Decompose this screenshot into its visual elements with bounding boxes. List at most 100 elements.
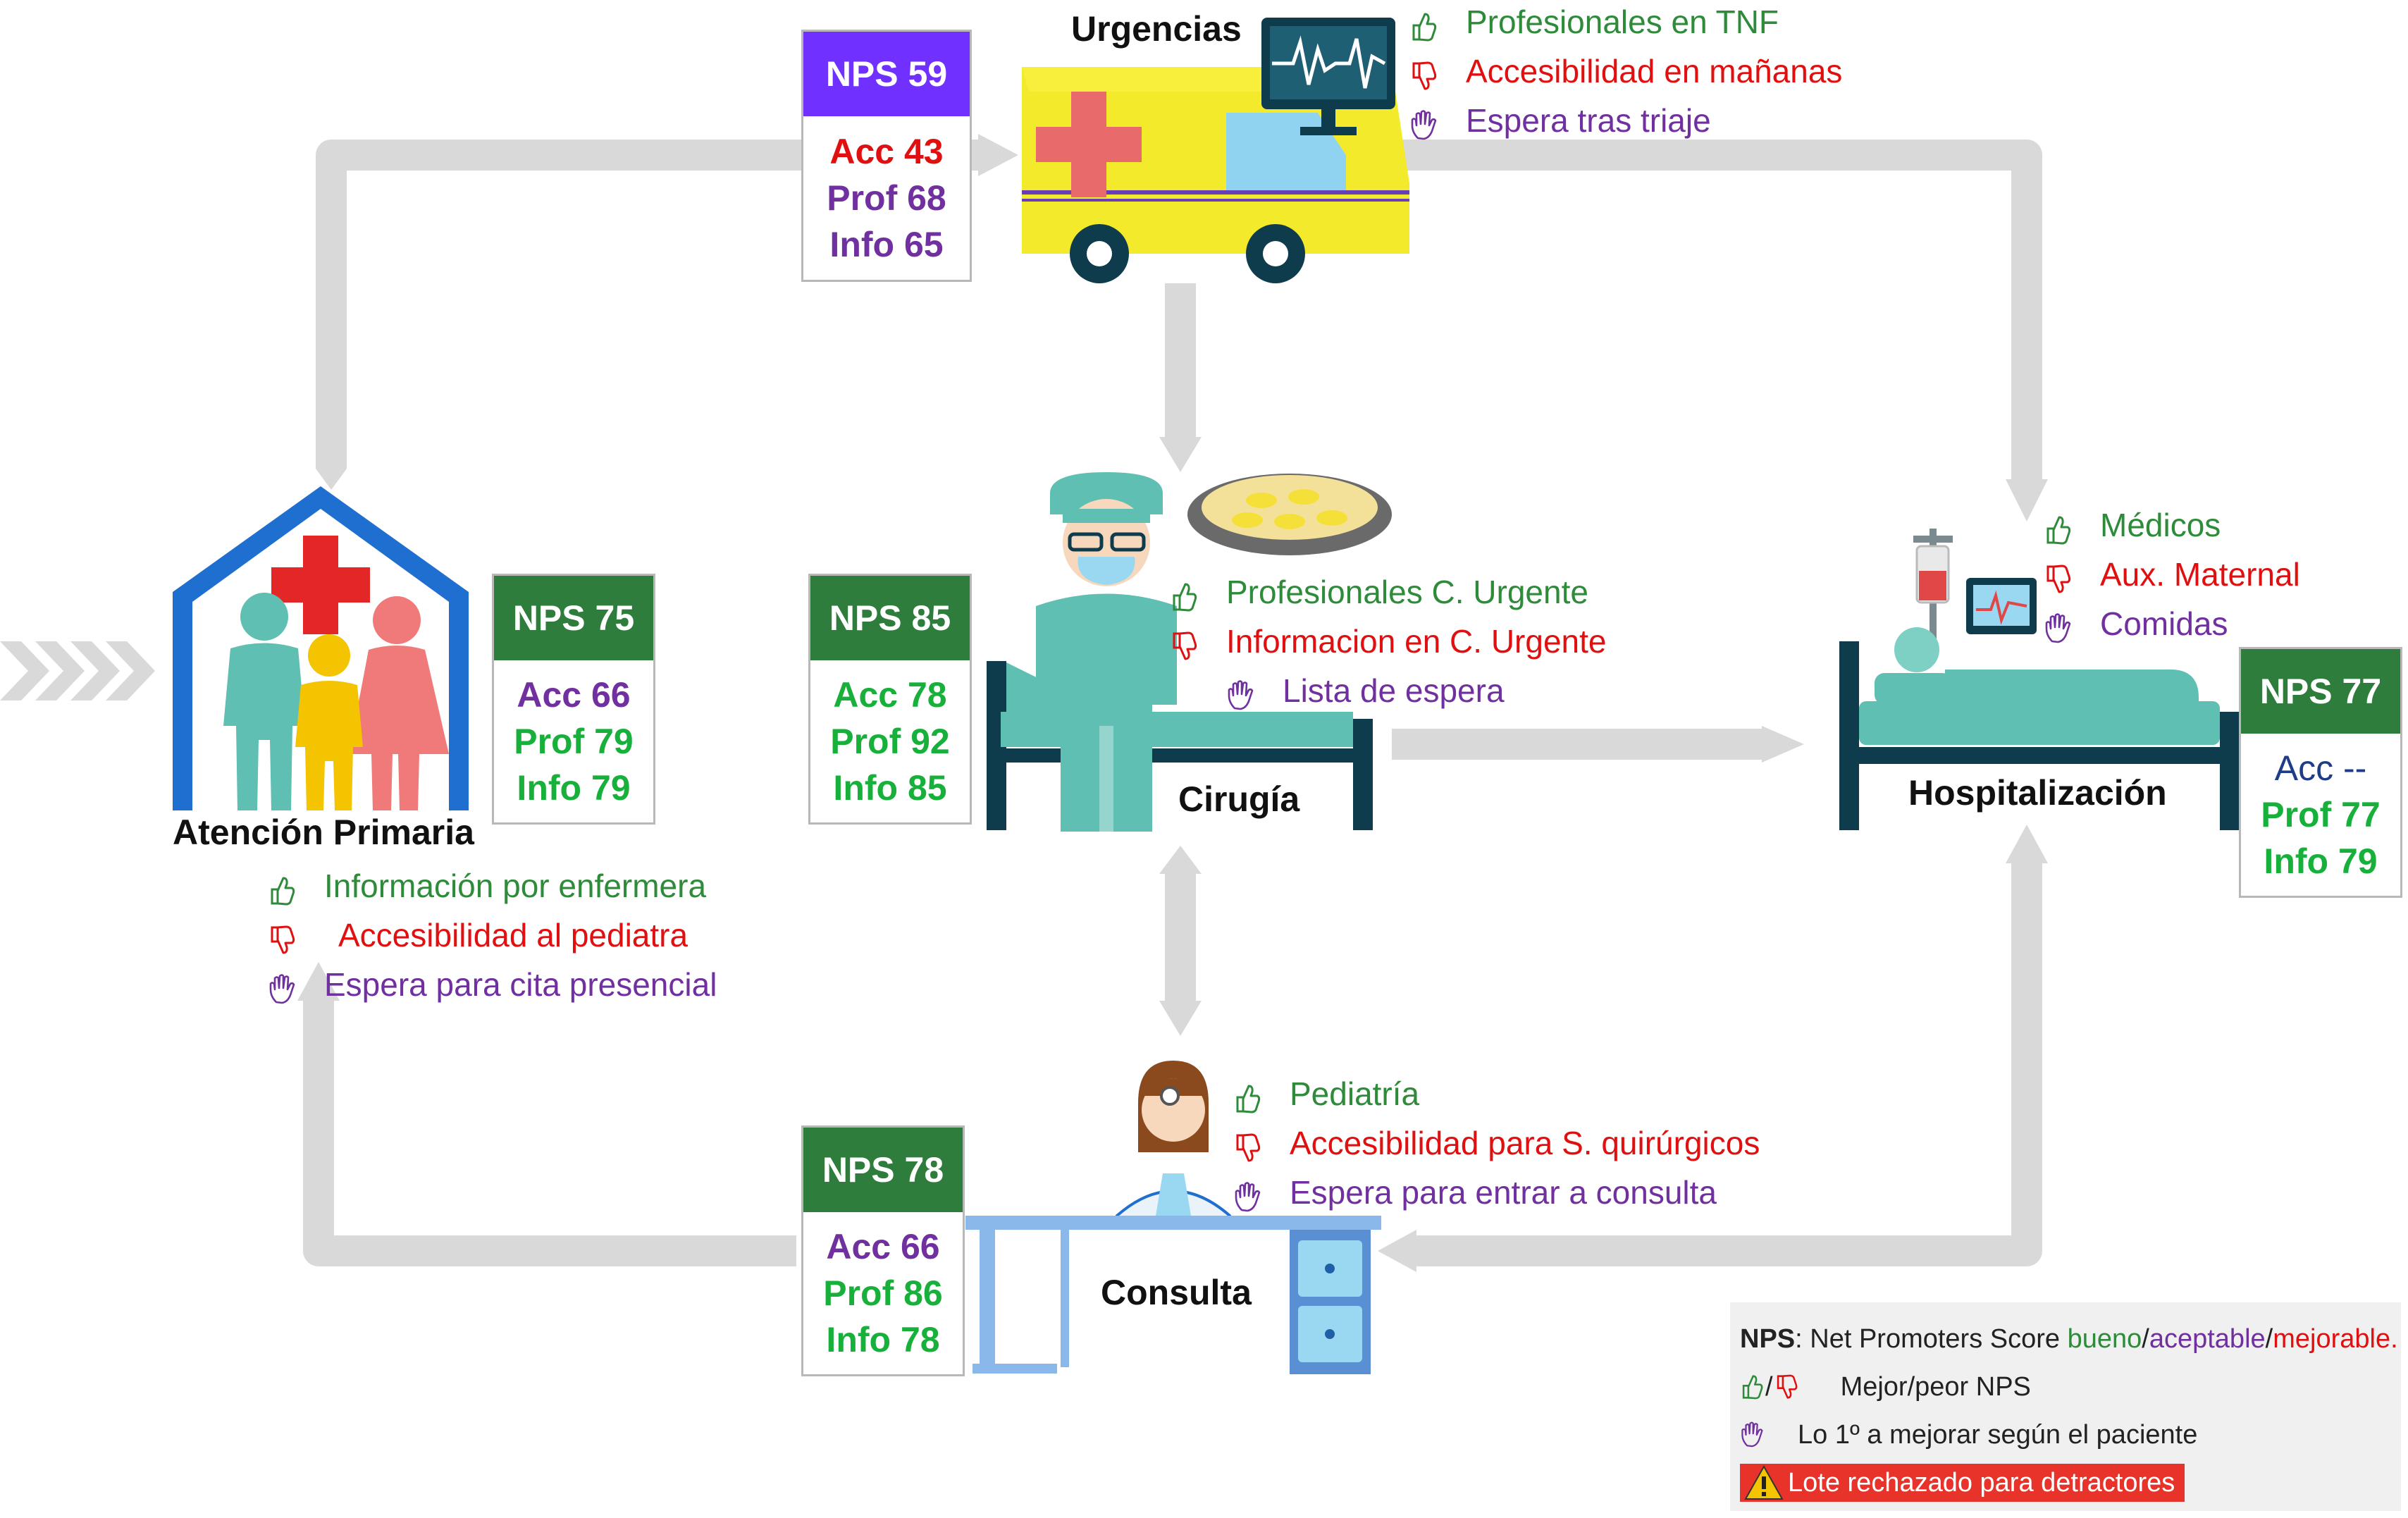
thumbs-up-icon xyxy=(1233,1078,1261,1113)
connector-consulta-ap xyxy=(303,1001,796,1266)
prof-score: Prof 86 xyxy=(823,1273,943,1313)
urgencias-title: Urgencias xyxy=(1071,9,1242,49)
thumbs-up-icon xyxy=(2044,510,2072,545)
feedback-good: Profesionales C. Urgente xyxy=(1226,574,1588,610)
arrowhead xyxy=(297,962,340,1001)
feedback-bad: Accesibilidad en mañanas xyxy=(1466,53,1843,90)
nps-value: NPS 78 xyxy=(803,1128,963,1212)
thumbs-up-icon xyxy=(1170,576,1198,612)
arrowhead xyxy=(978,134,1018,176)
feedback-good: Profesionales en TNF xyxy=(1466,4,1779,40)
connector-urgencias-hosp xyxy=(1395,140,2042,479)
nps-box-urgencias: NPS 59 Acc 43 Prof 68 Info 65 xyxy=(801,30,972,282)
arrowhead xyxy=(316,469,347,490)
legend-nps-row: NPS : Net Promoters Score bueno / acepta… xyxy=(1740,1315,2398,1363)
thumbs-down-icon xyxy=(1409,56,1438,90)
surgery-icon xyxy=(987,472,1392,832)
acc-score: Acc 66 xyxy=(517,675,631,715)
info-score: Info 79 xyxy=(2264,841,2378,881)
legend-best-worst: Mejor/peor NPS xyxy=(1840,1371,2031,1402)
feedback-good: Pediatría xyxy=(1290,1075,1420,1112)
prof-score: Prof 79 xyxy=(514,722,634,761)
feedback-bad: Informacion en C. Urgente xyxy=(1226,623,1607,660)
nps-box-atencion-primaria: NPS 75 Acc 66 Prof 79 Info 79 xyxy=(492,574,655,825)
hand-icon xyxy=(1226,675,1254,710)
nps-box-cirugia: NPS 85 Acc 78 Prof 92 Info 85 xyxy=(808,574,972,825)
legend-slash: / xyxy=(2265,1323,2273,1354)
arrowhead xyxy=(2006,479,2048,522)
nps-box-consulta: NPS 78 Acc 66 Prof 86 Info 78 xyxy=(801,1125,965,1376)
hand-icon xyxy=(1409,105,1438,140)
legend: NPS : Net Promoters Score bueno / acepta… xyxy=(1730,1302,2401,1511)
cirugia-title: Cirugía xyxy=(1178,779,1300,819)
hospitalizacion-title: Hospitalización xyxy=(1908,773,2167,813)
legend-mejorable: mejorable. xyxy=(2273,1323,2398,1354)
ambulance-icon xyxy=(1022,67,1409,283)
thumbs-down-icon xyxy=(2044,559,2072,593)
arrowhead xyxy=(2006,825,2048,863)
thumbs-up-icon xyxy=(1740,1374,1764,1400)
hand-icon xyxy=(1740,1421,1764,1448)
feedback-bad: Accesibilidad al pediatra xyxy=(338,917,689,954)
nps-value: NPS 75 xyxy=(494,576,653,660)
thumbs-down-icon xyxy=(1774,1374,1798,1400)
warning-icon xyxy=(1744,1465,1784,1500)
info-score: Info 85 xyxy=(833,768,947,808)
consultation-desk-icon xyxy=(965,1061,1381,1374)
hand-icon xyxy=(268,969,296,1004)
feedback-improve: Espera para cita presencial xyxy=(324,966,717,1003)
acc-score: Acc 78 xyxy=(833,675,947,715)
legend-best-worst-row: / Mejor/peor NPS xyxy=(1740,1363,2394,1411)
consulta-title: Consulta xyxy=(1101,1273,1252,1312)
atencion-primaria-title: Atención Primaria xyxy=(173,813,474,852)
nps-value: NPS 85 xyxy=(810,576,970,660)
info-score: Info 65 xyxy=(829,225,944,264)
info-score: Info 79 xyxy=(517,768,631,808)
feedback-improve: Espera tras triaje xyxy=(1466,102,1711,139)
arrowhead xyxy=(1762,726,1804,763)
nps-value: NPS 59 xyxy=(803,32,970,116)
nps-box-hospitalizacion: NPS 77 Acc -- Prof 77 Info 79 xyxy=(2239,647,2402,898)
legend-slash: / xyxy=(2142,1323,2149,1354)
feedback-consulta: Pediatría Accesibilidad para S. quirúrgi… xyxy=(1233,1069,1760,1217)
thumbs-up-icon xyxy=(1409,6,1438,42)
feedback-atencion-primaria: Información por enfermera Accesibilidad … xyxy=(268,861,717,1009)
acc-score: Acc -- xyxy=(2274,748,2367,788)
prof-score: Prof 92 xyxy=(830,722,950,761)
hand-icon xyxy=(2044,608,2072,643)
thumbs-down-icon xyxy=(1233,1128,1261,1162)
nps-value: NPS 77 xyxy=(2241,649,2400,734)
prof-score: Prof 68 xyxy=(827,178,946,218)
feedback-improve: Lista de espera xyxy=(1283,672,1505,709)
legend-nps-desc: : Net Promoters Score xyxy=(1795,1323,2068,1354)
connector-ap-urgencias xyxy=(316,140,980,469)
legend-aceptable: aceptable xyxy=(2149,1323,2266,1354)
acc-score: Acc 66 xyxy=(826,1227,940,1266)
legend-improve-row: Lo 1º a mejorar según el paciente xyxy=(1740,1411,2394,1459)
arrowhead xyxy=(1159,846,1202,874)
arrowhead xyxy=(1159,1001,1202,1036)
connector-hosp-consulta xyxy=(1416,863,2042,1266)
legend-bueno: bueno xyxy=(2067,1323,2142,1354)
prof-score: Prof 77 xyxy=(2261,795,2381,834)
feedback-cirugia: Profesionales C. Urgente Informacion en … xyxy=(1170,567,1607,715)
hospital-bed-icon xyxy=(1839,529,2240,830)
feedback-bad: Accesibilidad para S. quirúrgicos xyxy=(1290,1125,1760,1161)
arrowhead xyxy=(1159,437,1202,472)
thumbs-down-icon xyxy=(268,920,296,954)
info-score: Info 78 xyxy=(826,1320,940,1359)
legend-rejected: Lote rechazado para detractores xyxy=(1788,1467,2175,1498)
feedback-urgencias: Profesionales en TNF Accesibilidad en ma… xyxy=(1409,0,1842,145)
legend-rejected-badge: Lote rechazado para detractores xyxy=(1740,1464,2185,1502)
thumbs-down-icon xyxy=(1170,626,1198,660)
feedback-hospitalizacion: Médicos Aux. Maternal Comidas xyxy=(2044,500,2300,648)
arrowhead xyxy=(1378,1230,1416,1272)
primary-care-house-icon xyxy=(173,486,469,810)
legend-icon-separator: / xyxy=(1765,1371,1773,1402)
feedback-improve: Comidas xyxy=(2100,605,2228,642)
feedback-improve: Espera para entrar a consulta xyxy=(1290,1174,1717,1211)
heart-monitor-icon xyxy=(1261,18,1395,135)
hand-icon xyxy=(1233,1177,1261,1212)
